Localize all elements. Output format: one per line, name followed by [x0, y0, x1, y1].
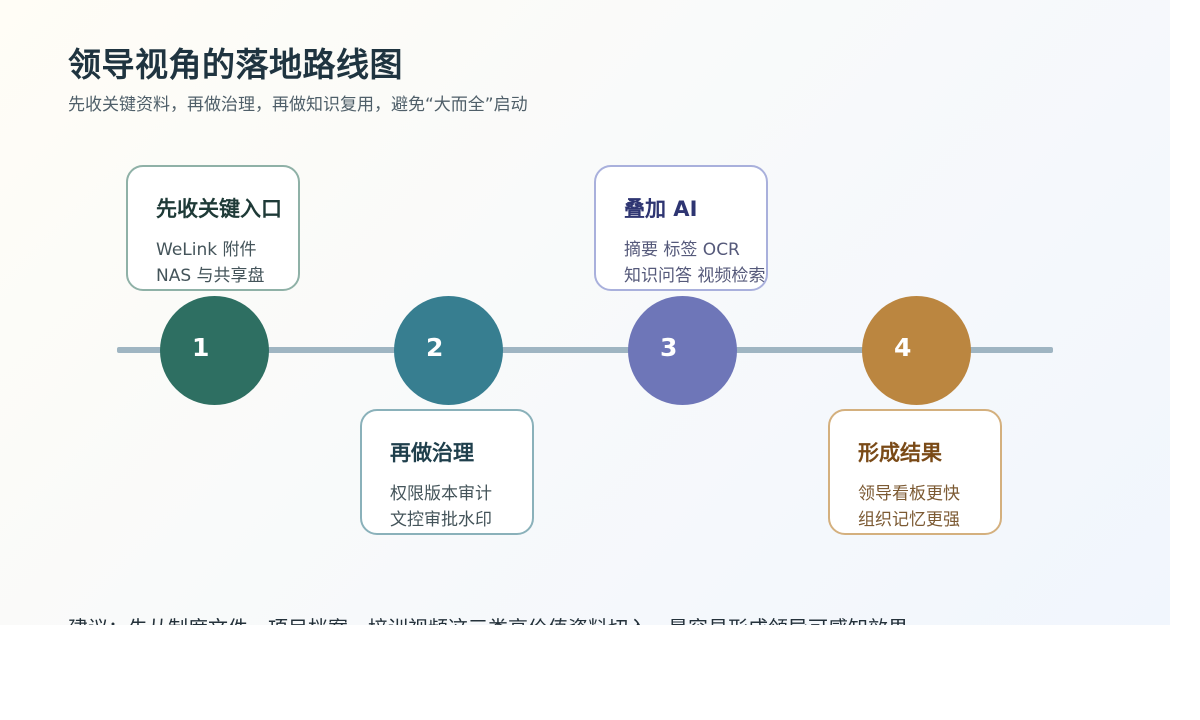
step-title: 先收关键入口 — [156, 197, 282, 221]
step-detail: NAS 与共享盘 — [156, 266, 265, 286]
step-node-2: 2 — [394, 296, 503, 405]
step-detail: WeLink 附件 — [156, 240, 257, 260]
step-number: 3 — [660, 333, 678, 362]
step-detail: 组织记忆更强 — [858, 510, 960, 530]
timeline-line — [117, 347, 1053, 353]
step-node-3: 3 — [628, 296, 737, 405]
step-detail: 领导看板更快 — [858, 484, 960, 504]
step-number: 1 — [192, 333, 210, 362]
step-detail: 摘要 标签 OCR — [624, 240, 740, 260]
step-detail: 权限版本审计 — [390, 484, 492, 504]
roadmap-slide: 领导视角的落地路线图 先收关键资料，再做治理，再做知识复用，避免“大而全”启动 … — [0, 0, 1170, 625]
step-title: 形成结果 — [858, 441, 942, 465]
step-node-1: 1 — [160, 296, 269, 405]
step-detail: 知识问答 视频检索 — [624, 266, 766, 286]
step-card-2: 再做治理 权限版本审计 文控审批水印 — [360, 409, 534, 535]
step-node-4: 4 — [862, 296, 971, 405]
step-card-4: 形成结果 领导看板更快 组织记忆更强 — [828, 409, 1002, 535]
page-title: 领导视角的落地路线图 — [68, 45, 403, 84]
step-title: 叠加 AI — [624, 197, 698, 221]
step-number: 4 — [894, 333, 912, 362]
page-subtitle: 先收关键资料，再做治理，再做知识复用，避免“大而全”启动 — [68, 95, 528, 115]
step-card-1: 先收关键入口 WeLink 附件 NAS 与共享盘 — [126, 165, 300, 291]
step-card-3: 叠加 AI 摘要 标签 OCR 知识问答 视频检索 — [594, 165, 768, 291]
step-number: 2 — [426, 333, 444, 362]
step-title: 再做治理 — [390, 441, 474, 465]
advice-text: 建议：先从制度文件、项目档案、培训视频这三类高价值资料切入，最容易形成领导可感知… — [68, 612, 928, 625]
step-detail: 文控审批水印 — [390, 510, 492, 530]
